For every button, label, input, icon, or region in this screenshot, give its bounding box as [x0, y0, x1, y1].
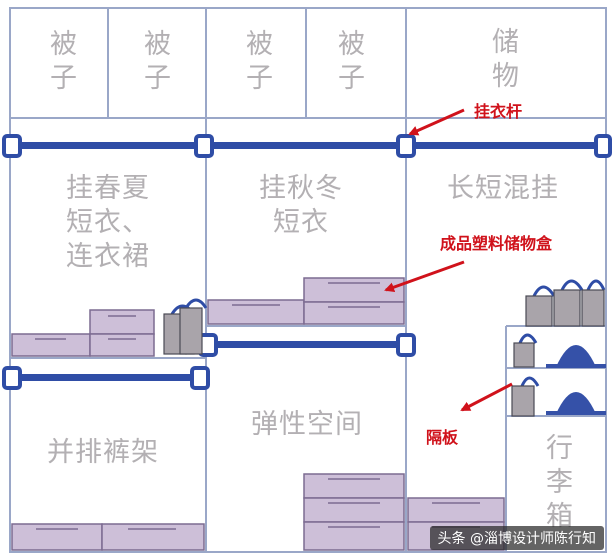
label-quilt-2: 被 子 [144, 29, 172, 94]
hanging-rods [2, 134, 612, 390]
callout-hanging-rod: 挂衣杆 [474, 102, 523, 121]
label-pants-rack: 并排裤架 [47, 437, 159, 468]
arrow-storage-box [384, 260, 465, 293]
top-compartments [10, 8, 606, 552]
label-quilt-4: 被 子 [338, 29, 366, 94]
label-storage: 储 物 [492, 27, 520, 92]
watermark: 头条 @淄博设计师陈行知 [429, 526, 604, 550]
hat-icons [546, 345, 606, 415]
label-flexible-space: 弹性空间 [251, 409, 363, 440]
callout-storage-box: 成品塑料储物盒 [440, 234, 553, 253]
label-quilt-1: 被 子 [50, 29, 78, 94]
label-autumn-short-clothes: 挂秋冬 短衣 [259, 173, 343, 238]
callout-arrows [384, 108, 513, 412]
arrow-partition [460, 382, 513, 412]
arrow-hanging-rod [408, 108, 465, 136]
label-luggage: 行 李 箱 [546, 433, 574, 532]
label-long-short-mixed: 长短混挂 [447, 173, 559, 204]
label-quilt-3: 被 子 [246, 29, 274, 94]
handbag-icons [163, 279, 606, 417]
label-summer-short-clothes: 挂春夏 短衣、 连衣裙 [66, 173, 150, 272]
callout-partition: 隔板 [426, 428, 459, 447]
